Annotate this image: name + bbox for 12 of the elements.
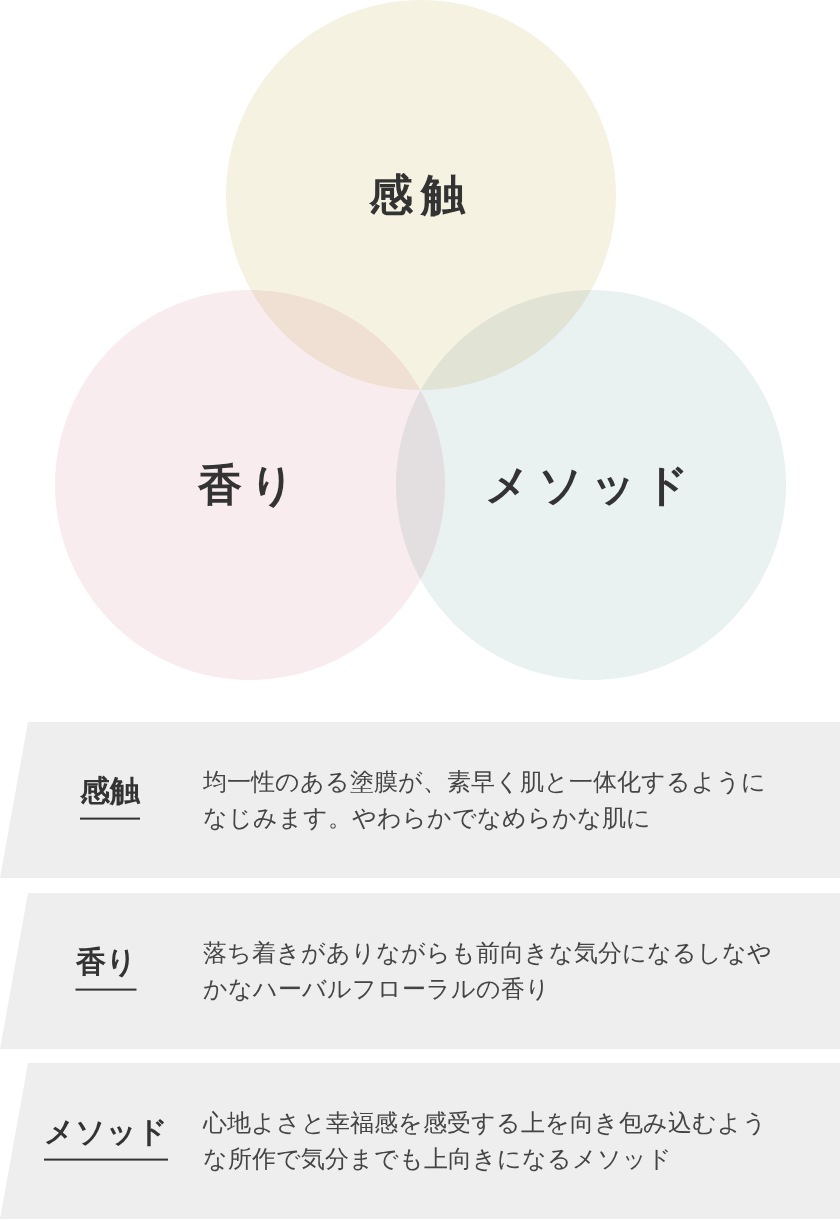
circle-label: 感触 [369, 167, 473, 222]
panel-heading: 感触 [80, 770, 140, 820]
panel-description: 心地よさと幸福感を感受する上を向き包み込むような所作で気分までも上向きになるメソッド [203, 1108, 768, 1175]
info-panel [0, 1063, 840, 1219]
info-panel [0, 893, 840, 1049]
panel-description: 落ち着きがありながらも前向きな気分になるしなやかなハーバルフローラルの香り [203, 938, 773, 1005]
panel-heading: メソッド [44, 1111, 168, 1161]
circle-label: 香り [197, 457, 303, 512]
circle-label: メソッド [485, 457, 697, 512]
info-panel [0, 722, 840, 878]
panel-description: 均一性のある塗膜が、素早く肌と一体化するようになじみます。やわらかでなめらかな肌に [203, 767, 767, 834]
panel-heading: 香り [75, 941, 137, 991]
